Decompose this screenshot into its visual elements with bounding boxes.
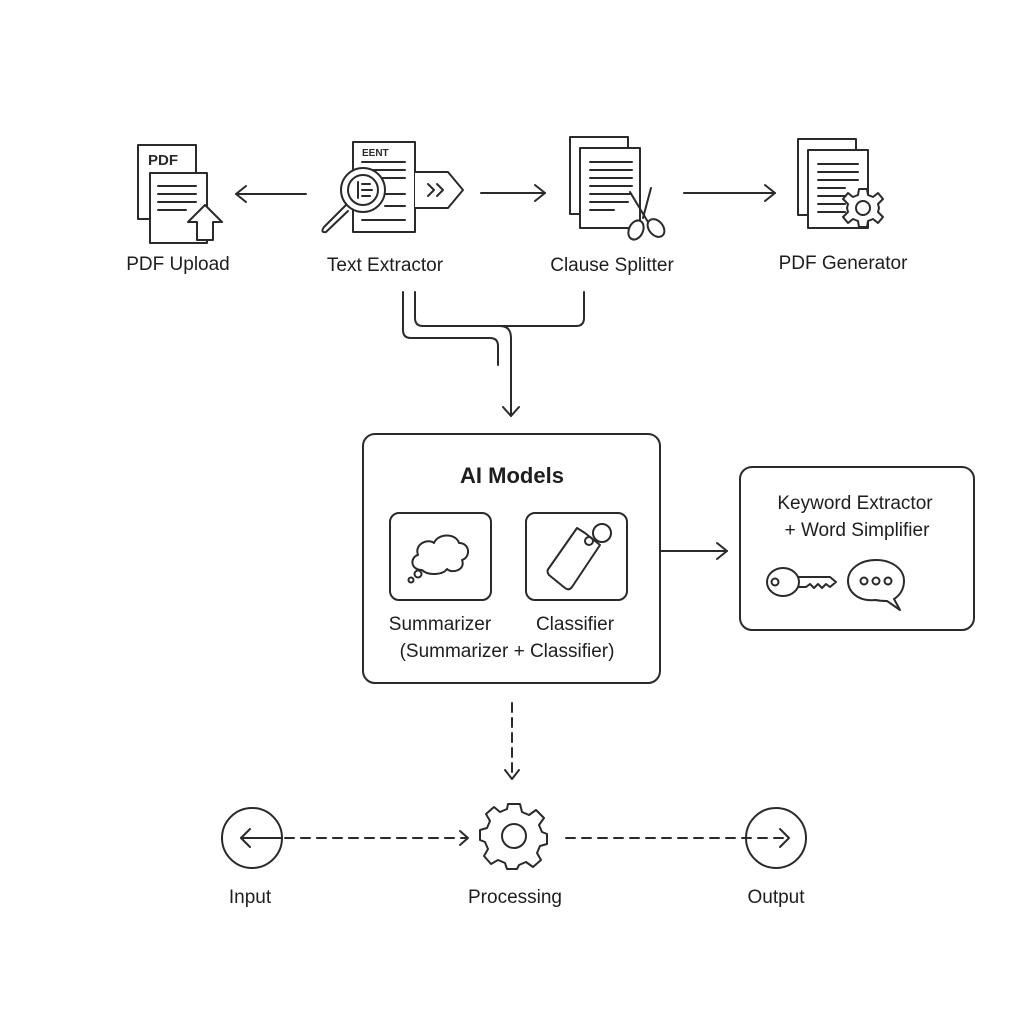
extractor-icon-text: EENT bbox=[362, 148, 389, 159]
ai-models-box[interactable] bbox=[362, 433, 661, 684]
output-label: Output bbox=[747, 887, 805, 908]
key-icon bbox=[766, 567, 837, 597]
pdf-upload-label: PDF Upload bbox=[126, 254, 230, 275]
edge-ai-to-processing bbox=[504, 702, 520, 780]
text-extractor-icon[interactable]: EENT bbox=[321, 141, 464, 234]
processing-label: Processing bbox=[468, 887, 562, 908]
edge-ai-to-keyword bbox=[660, 542, 728, 560]
edge-input-to-processing bbox=[284, 830, 469, 846]
ai-models-caption: (Summarizer + Classifier) bbox=[399, 641, 615, 662]
pdf-generator-label: PDF Generator bbox=[778, 253, 908, 274]
clause-splitter-label: Clause Splitter bbox=[550, 255, 674, 276]
keyword-box[interactable] bbox=[739, 466, 975, 631]
processing-gear-icon[interactable] bbox=[479, 803, 548, 870]
output-node[interactable] bbox=[745, 807, 807, 869]
classifier-card[interactable] bbox=[525, 512, 628, 601]
pdf-icon-text: PDF bbox=[148, 152, 178, 169]
summarizer-label: Summarizer bbox=[388, 614, 492, 635]
keyword-box-line1: Keyword Extractor bbox=[777, 493, 933, 514]
summarizer-card[interactable] bbox=[389, 512, 492, 601]
thought-cloud-icon bbox=[407, 534, 469, 584]
edge-extractor-to-splitter bbox=[480, 184, 546, 202]
speech-bubble-icon bbox=[847, 559, 905, 611]
ai-models-title: AI Models bbox=[460, 463, 564, 488]
pdf-upload-icon[interactable]: PDF bbox=[137, 144, 223, 244]
keyword-box-line2: + Word Simplifier bbox=[784, 520, 930, 541]
input-node[interactable] bbox=[221, 807, 283, 869]
classifier-label: Classifier bbox=[535, 614, 615, 635]
input-label: Input bbox=[228, 887, 272, 908]
pdf-generator-icon[interactable] bbox=[797, 138, 884, 229]
edge-top-to-ai-models bbox=[402, 291, 585, 417]
text-extractor-label: Text Extractor bbox=[326, 255, 444, 276]
clause-splitter-icon[interactable] bbox=[569, 136, 668, 242]
edge-extractor-to-upload bbox=[235, 185, 307, 203]
edge-splitter-to-generator bbox=[683, 184, 776, 202]
gear-small-icon bbox=[842, 188, 884, 228]
tag-icon bbox=[546, 523, 612, 591]
